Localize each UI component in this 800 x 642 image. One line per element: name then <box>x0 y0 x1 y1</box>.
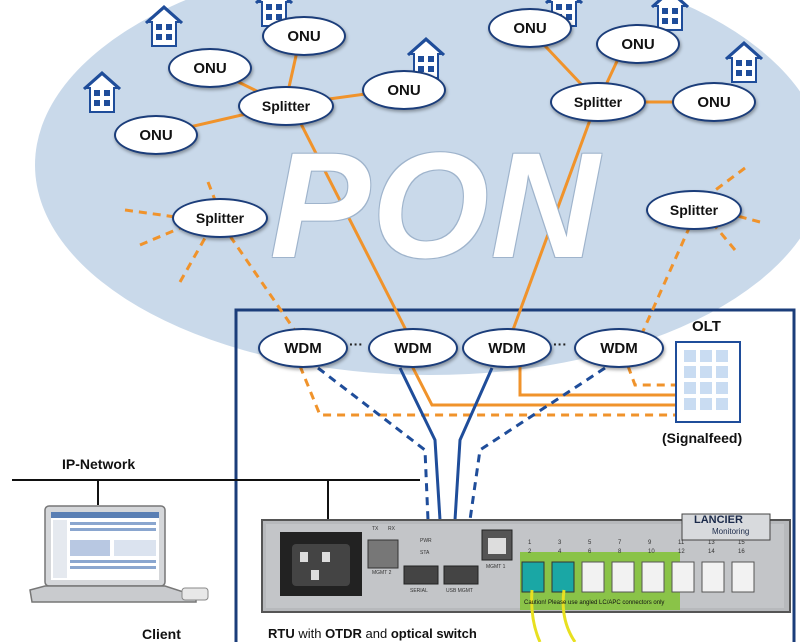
rtu-port-number: 11 <box>678 540 685 546</box>
rtu-caption-with: with <box>294 626 326 641</box>
rtu-port-rx: RX <box>388 526 395 532</box>
monitoring-fibers <box>398 367 494 521</box>
lancier-logo-top: LANCIER <box>694 514 743 526</box>
splitter-node: Splitter <box>646 190 742 230</box>
rtu-port-number: 13 <box>708 540 715 546</box>
olt-title: OLT <box>692 318 721 335</box>
wdm-node: WDM <box>368 328 458 368</box>
rtu-caption-rtu: RTU <box>268 626 295 641</box>
rtu-warning: Caution! Please use angled LC/APC connec… <box>524 600 665 606</box>
rtu-port-number: 12 <box>678 549 685 555</box>
splitter-node: Splitter <box>238 86 334 126</box>
rtu-port-number: 8 <box>618 549 622 555</box>
rtu-port-number: 7 <box>618 540 622 546</box>
rtu-port-tx: TX <box>372 526 379 532</box>
rtu-port-number: 10 <box>648 549 655 555</box>
rtu-port-usb: USB MGMT <box>446 588 473 594</box>
onu-node: ONU <box>362 70 446 110</box>
rtu-caption-and: and <box>361 626 391 641</box>
rtu-port-mgmt2: MGMT 2 <box>372 570 392 576</box>
lancier-logo-bottom: Monitoring <box>712 527 750 536</box>
rtu-port-number: 5 <box>588 540 592 546</box>
onu-node: ONU <box>488 8 572 48</box>
dashed-trunk-fibers <box>228 225 692 417</box>
wdm-node: WDM <box>462 328 552 368</box>
rtu-port-number: 2 <box>528 549 532 555</box>
onu-node: ONU <box>672 82 756 122</box>
ip-network-label: IP-Network <box>62 456 136 472</box>
onu-node: ONU <box>596 24 680 64</box>
rtu-port-number: 3 <box>558 540 562 546</box>
rtu-port-number: 15 <box>738 540 745 546</box>
trunk-fibers <box>296 117 675 407</box>
rtu-port-pwr: PWR <box>420 538 432 544</box>
wdm-ellipsis: ··· <box>553 336 567 352</box>
rtu-caption: RTU with OTDR and optical switch <box>268 626 477 641</box>
wdm-node: WDM <box>574 328 664 368</box>
rtu-device <box>261 513 791 642</box>
rtu-port-number: 14 <box>708 549 715 555</box>
olt-building-icon <box>675 341 741 423</box>
rtu-port-sta: STA <box>420 550 430 556</box>
laptop-icon <box>29 505 209 603</box>
splitter-node: Splitter <box>172 198 268 238</box>
rtu-port-number: 1 <box>528 540 532 546</box>
pon-title: PON <box>270 121 602 289</box>
client-label: Client <box>142 626 181 642</box>
splitter-node: Splitter <box>550 82 646 122</box>
wdm-node: WDM <box>258 328 348 368</box>
monitoring-fibers-dashed <box>317 366 606 521</box>
rtu-port-serial: SERIAL <box>410 588 428 594</box>
rtu-caption-switch: optical switch <box>390 626 477 641</box>
rtu-port-number: 6 <box>588 549 592 555</box>
onu-node: ONU <box>114 115 198 155</box>
onu-node: ONU <box>262 16 346 56</box>
rtu-port-number: 9 <box>648 540 652 546</box>
onu-node: ONU <box>168 48 252 88</box>
rtu-caption-otdr: OTDR <box>325 626 362 641</box>
rtu-port-mgmt1: MGMT 1 <box>486 564 506 570</box>
olt-caption: (Signalfeed) <box>662 430 743 446</box>
wdm-ellipsis: ··· <box>349 336 363 352</box>
rtu-port-number: 4 <box>558 549 562 555</box>
rtu-port-number: 16 <box>738 549 745 555</box>
